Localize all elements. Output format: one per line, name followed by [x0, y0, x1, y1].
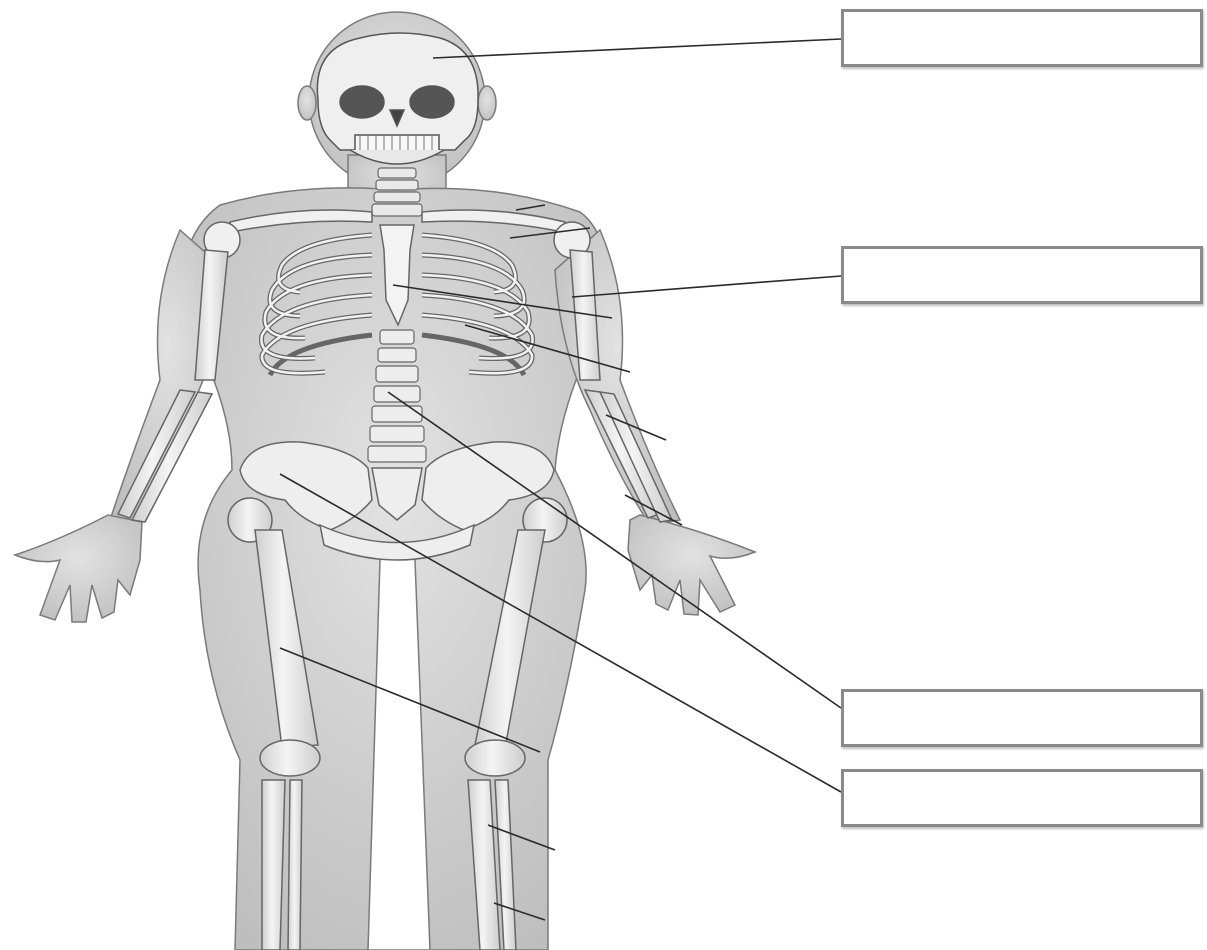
leader-line-skull — [433, 39, 841, 58]
label-box-spine[interactable] — [841, 689, 1203, 747]
skull — [317, 33, 478, 164]
label-box-pelvis[interactable] — [841, 769, 1203, 827]
label-box-skull[interactable] — [841, 9, 1203, 67]
cervical-spine — [372, 168, 422, 216]
label-box-humerus[interactable] — [841, 246, 1203, 304]
